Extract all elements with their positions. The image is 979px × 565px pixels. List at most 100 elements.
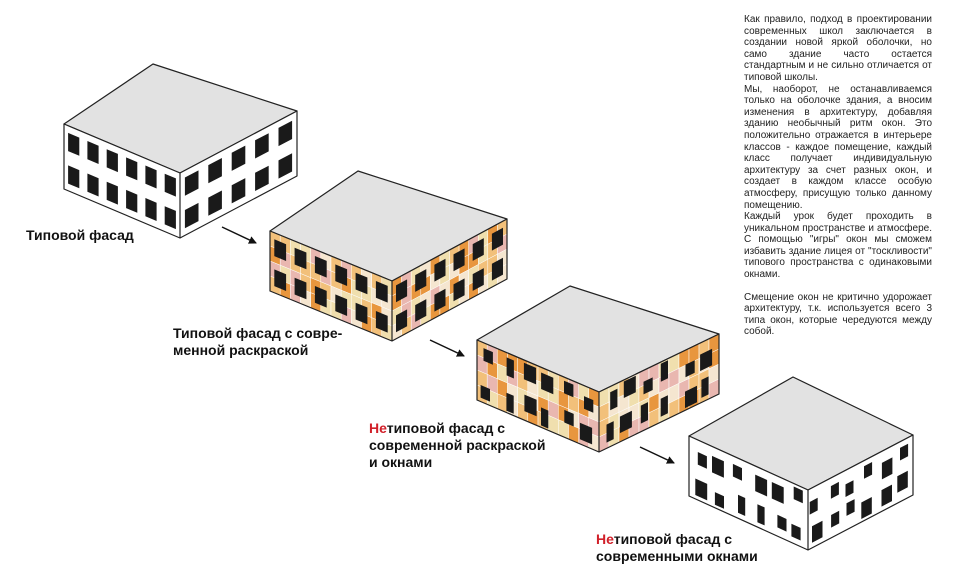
building-nontypical-painted-windows (476, 285, 720, 453)
window (164, 206, 176, 230)
window (314, 256, 327, 278)
window (732, 463, 742, 481)
window (87, 141, 99, 164)
window (900, 443, 909, 461)
window (564, 380, 574, 398)
window (777, 514, 787, 532)
window (87, 173, 99, 197)
window (396, 279, 408, 303)
window (793, 486, 803, 504)
window (738, 494, 746, 516)
window (695, 478, 708, 501)
window (701, 376, 709, 398)
window (660, 395, 668, 417)
window (294, 277, 307, 300)
window (255, 133, 269, 159)
window (524, 394, 537, 417)
window (434, 258, 446, 282)
arrow-2 (429, 339, 465, 357)
caption-typical-facade: Типовой фасад (26, 227, 134, 243)
window (184, 170, 199, 196)
window (619, 410, 632, 434)
window (274, 239, 287, 261)
window (610, 388, 618, 411)
building-typical-facade (63, 63, 298, 239)
window (472, 268, 484, 291)
window (845, 480, 854, 497)
window (106, 149, 118, 173)
window (541, 372, 554, 395)
window (396, 309, 408, 333)
window (491, 257, 503, 281)
window (126, 157, 138, 181)
window (415, 299, 427, 322)
window (231, 178, 246, 204)
window (335, 264, 348, 286)
arrow-3 (639, 446, 675, 464)
window (861, 497, 872, 519)
window (255, 165, 269, 191)
window (208, 158, 222, 184)
description-paragraph: Каждый урок будет проходить в уникальном… (744, 211, 932, 281)
window (714, 492, 724, 509)
window (660, 360, 668, 382)
window (145, 165, 157, 189)
building-nontypical-windows (688, 376, 914, 551)
window (685, 385, 697, 409)
window (897, 470, 908, 493)
window (278, 153, 293, 179)
window (700, 348, 713, 372)
window (164, 173, 176, 197)
caption-nontypical-painted-windows: Нетиповой фасад с современной раскраской… (369, 420, 546, 470)
window (584, 396, 594, 413)
window (231, 145, 246, 171)
window (809, 497, 818, 515)
window (274, 269, 287, 291)
window (755, 474, 768, 497)
description-text: Как правило, подход в проектировании сов… (744, 14, 932, 338)
description-paragraph: Мы, наоборот, не останавливаемся только … (744, 83, 932, 211)
caption-accent: Не (369, 420, 387, 436)
window (685, 360, 695, 378)
arrow-1 (221, 226, 257, 244)
window (491, 227, 503, 251)
window (881, 457, 893, 480)
window (314, 286, 327, 308)
window (506, 357, 514, 379)
window (771, 482, 784, 504)
window (830, 481, 839, 499)
window (791, 523, 801, 541)
window (579, 422, 593, 445)
window (375, 281, 388, 303)
window (757, 504, 765, 526)
window (415, 269, 427, 292)
window (375, 311, 388, 333)
caption-accent: Не (596, 531, 614, 547)
window (812, 520, 823, 543)
window (640, 402, 648, 424)
window (643, 377, 653, 395)
window (184, 202, 199, 229)
window (564, 409, 574, 427)
window (208, 190, 222, 216)
window (355, 272, 368, 295)
window (68, 132, 80, 156)
window (294, 247, 307, 270)
description-paragraph: Смещение окон не критично удорожает архи… (744, 291, 932, 338)
window (453, 248, 465, 272)
window (606, 421, 614, 443)
window (335, 294, 348, 316)
window (623, 375, 636, 398)
window (506, 392, 514, 414)
description-paragraph: Как правило, подход в проектировании сов… (744, 14, 932, 83)
caption-typical-painted: Типовой фасад с совре- менной раскраской (173, 325, 343, 358)
window (831, 510, 840, 528)
window (541, 407, 549, 429)
window (355, 302, 368, 325)
caption-nontypical-windows: Нетиповой фасад с современными окнами (596, 531, 758, 564)
window (278, 120, 293, 147)
window (483, 348, 493, 365)
window (712, 455, 724, 478)
window (434, 288, 446, 312)
